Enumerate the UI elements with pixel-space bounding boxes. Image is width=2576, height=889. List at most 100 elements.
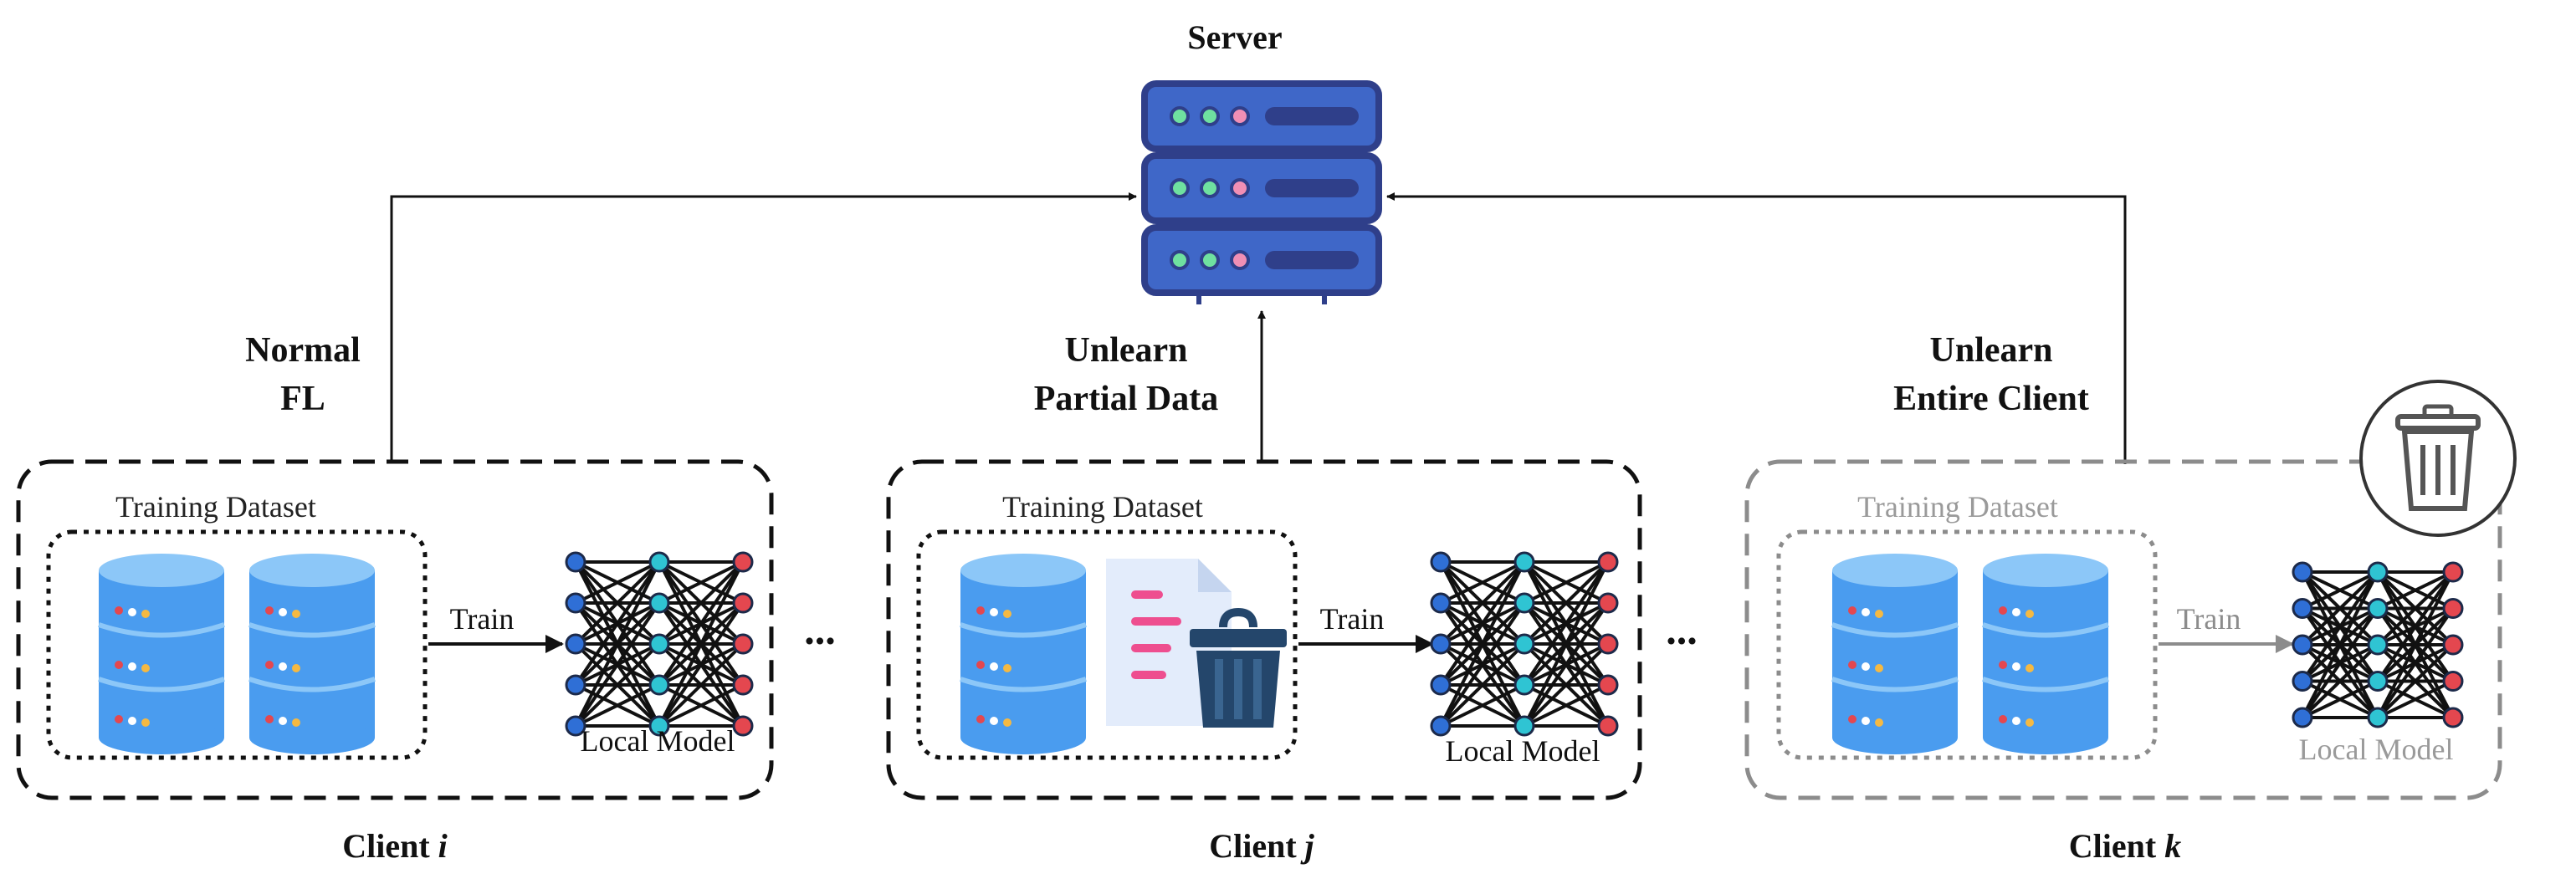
- train-label: Train: [2177, 602, 2241, 636]
- nn-edge: [2301, 571, 2379, 718]
- nn-node: [2367, 671, 2389, 692]
- nn-edge: [658, 642, 745, 728]
- nn-node: [2292, 671, 2313, 692]
- nn-node: [1597, 674, 1619, 696]
- database-icon: [1982, 554, 2109, 754]
- mode-label-line: FL: [280, 380, 325, 418]
- train-label: Train: [450, 602, 515, 636]
- mode-label-line: Unlearn: [1930, 331, 2053, 370]
- nn-node: [565, 633, 586, 655]
- nn-edge: [1523, 601, 1610, 728]
- nn-edge: [574, 560, 661, 687]
- nn-node: [2442, 671, 2464, 692]
- nn-node: [1513, 592, 1535, 614]
- nn-node: [565, 551, 586, 573]
- nn-node: [1430, 592, 1452, 614]
- nn-edge: [2376, 570, 2455, 646]
- nn-node: [1513, 551, 1535, 573]
- nn-edge: [658, 560, 745, 687]
- nn-edge: [575, 560, 660, 605]
- dataset-label: Training Dataset: [1857, 490, 2058, 524]
- client-j-label: Client j: [1209, 827, 1314, 865]
- client-label-prefix: Client: [2069, 827, 2164, 865]
- nn-edge: [2376, 571, 2455, 718]
- ellipsis: ...: [804, 606, 836, 653]
- nn-edge: [1523, 642, 1610, 728]
- nn-edge: [574, 601, 661, 728]
- nn-node: [732, 551, 754, 573]
- client-i-panel: Training Dataset Train Local Model: [16, 459, 774, 800]
- server-label: Server: [1187, 18, 1282, 56]
- database-icon: [98, 554, 225, 754]
- nn-edge: [2377, 570, 2454, 611]
- train-label: Train: [1320, 602, 1385, 636]
- mode-label-unlearn-partial: Unlearn Partial Data: [1034, 331, 1218, 418]
- client-k-panel: Training Dataset Train Local Model: [1744, 380, 2517, 800]
- nn-edge: [2302, 570, 2379, 611]
- nn-node: [1430, 674, 1452, 696]
- nn-node: [2292, 561, 2313, 583]
- model-label: Local Model: [2299, 733, 2454, 766]
- nn-edge: [2376, 607, 2455, 719]
- nn-edge: [658, 601, 745, 728]
- nn-node: [732, 674, 754, 696]
- nn-edge: [658, 683, 744, 728]
- upload-connectors: [390, 192, 2127, 464]
- neural-network-icon: [1430, 551, 1619, 737]
- dataset-label: Training Dataset: [115, 490, 316, 524]
- mode-label-normal-fl: Normal FL: [245, 331, 361, 418]
- nn-node: [1513, 674, 1535, 696]
- database-icon: [1831, 554, 1959, 754]
- nn-edge: [575, 683, 660, 728]
- nn-edge: [658, 560, 744, 605]
- mode-label-line: Partial Data: [1034, 380, 1218, 418]
- mode-label-line: Normal: [245, 331, 361, 370]
- model-label: Local Model: [1446, 734, 1600, 768]
- client-label-prefix: Client: [1209, 827, 1304, 865]
- nn-node: [1430, 715, 1452, 737]
- nn-edge: [2301, 607, 2379, 719]
- nn-node: [732, 715, 754, 737]
- nn-node: [648, 715, 670, 737]
- nn-node: [2292, 707, 2313, 728]
- nn-edge: [2302, 679, 2379, 719]
- nn-edge: [1524, 560, 1609, 605]
- mode-label-line: Entire Client: [1893, 380, 2089, 418]
- nn-node: [2367, 561, 2389, 583]
- nn-node: [1597, 551, 1619, 573]
- nn-edge: [2376, 643, 2455, 719]
- nn-edge: [1523, 560, 1610, 646]
- ellipsis: ...: [1666, 606, 1698, 653]
- nn-edge: [2377, 679, 2454, 719]
- server-icon: [1141, 80, 1382, 304]
- nn-node: [648, 592, 670, 614]
- nn-node: [1597, 592, 1619, 614]
- nn-edge: [2376, 570, 2455, 682]
- nn-node: [1513, 715, 1535, 737]
- nn-edge: [1439, 560, 1526, 646]
- nn-edge: [574, 561, 661, 727]
- nn-edge: [2301, 570, 2379, 682]
- nn-node: [2442, 598, 2464, 619]
- nn-node: [2367, 707, 2389, 728]
- nn-edge: [1439, 601, 1526, 728]
- nn-node: [648, 551, 670, 573]
- nn-node: [2292, 598, 2313, 619]
- nn-edge: [574, 560, 661, 646]
- dataset-label: Training Dataset: [1002, 490, 1203, 524]
- nn-edge: [1440, 560, 1525, 605]
- client-k-label: Client k: [2069, 827, 2181, 865]
- nn-edge: [1523, 560, 1610, 687]
- nn-node: [2442, 634, 2464, 656]
- nn-edge: [658, 561, 745, 727]
- client-j-panel: Training Dataset: [886, 459, 1642, 800]
- nn-node: [565, 592, 586, 614]
- client-i-label: Client i: [342, 827, 448, 865]
- nn-edge: [574, 642, 661, 728]
- mode-label-unlearn-entire: Unlearn Entire Client: [1893, 331, 2089, 418]
- nn-node: [1430, 551, 1452, 573]
- client-label-prefix: Client: [342, 827, 438, 865]
- nn-edge: [2301, 570, 2379, 646]
- neural-network-icon: [565, 551, 754, 737]
- nn-node: [2367, 634, 2389, 656]
